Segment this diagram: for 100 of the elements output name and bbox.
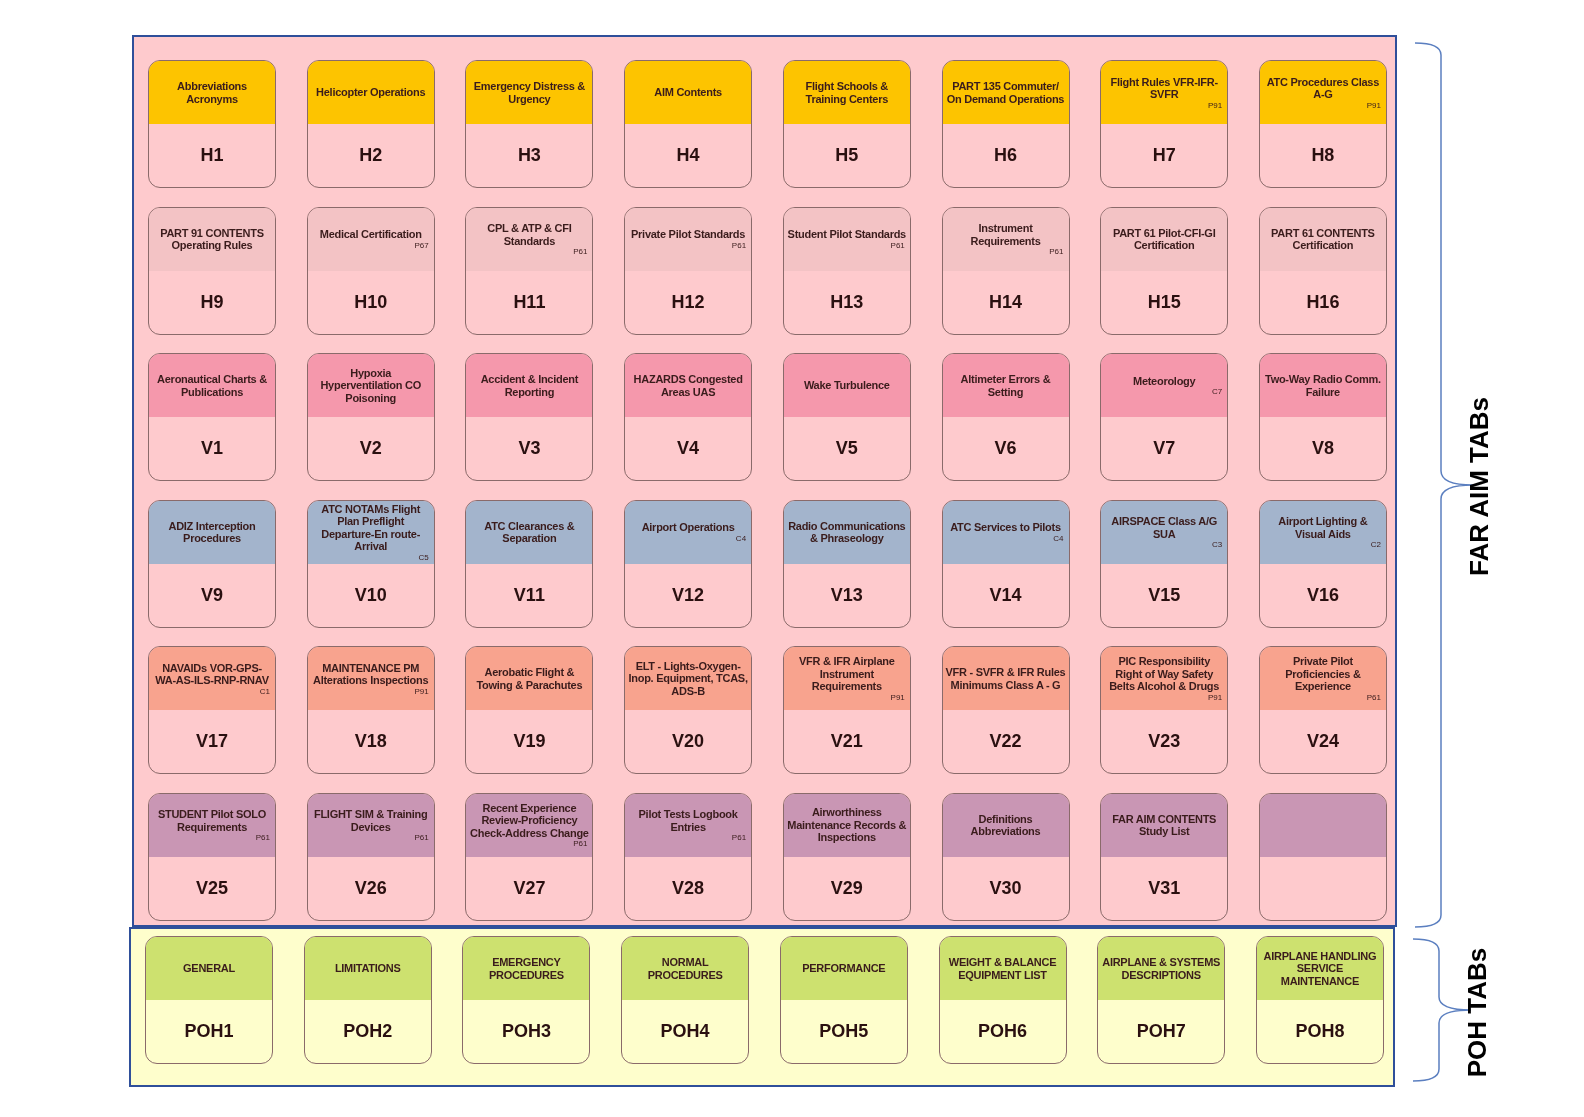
tab-title: WEIGHT & BALANCE EQUIPMENT LIST — [947, 956, 1058, 981]
tab-card — [148, 646, 276, 774]
tab-title: Airport Lighting & Visual Aids — [1277, 515, 1369, 540]
tab-card — [941, 792, 1070, 921]
tab-card — [1100, 206, 1229, 335]
tab-card — [1100, 60, 1229, 188]
tab-code: H11 — [513, 290, 546, 314]
tab-title: Helicopter Operations — [315, 86, 427, 99]
tab-card — [782, 499, 911, 628]
tab-title: Abbreviations Acronyms — [176, 80, 248, 105]
tab-card — [782, 60, 911, 188]
tab-title: AIM Contents — [653, 86, 723, 99]
tab-code: V3 — [518, 437, 541, 460]
tab-card — [1258, 499, 1387, 628]
group-heading: FAR AIM TABs — [1462, 395, 1495, 579]
tab-title: PIC Responsibility Right of Way Safety Belts Alcohol & Drugs — [1108, 655, 1221, 693]
tab-code: V8 — [1311, 437, 1334, 460]
tab-title: Radio Communications & Phraseology — [787, 519, 907, 545]
tab-card — [462, 936, 591, 1064]
tab-title: Accident & Incident Reporting — [479, 373, 580, 398]
tab-code: H15 — [1147, 290, 1181, 314]
tab-card — [148, 206, 276, 335]
tab-card — [1258, 646, 1387, 774]
tab-card — [148, 792, 276, 921]
tab-card — [465, 206, 594, 335]
tab-card — [624, 60, 753, 188]
tab-title: STUDENT Pilot SOLO Requirements — [156, 808, 268, 833]
tab-card — [465, 646, 594, 774]
tab-title: AIRSPACE Class A/G SUA — [1110, 515, 1219, 540]
tab-card — [782, 353, 911, 481]
tab-card — [1100, 499, 1229, 628]
tab-code: V5 — [835, 437, 858, 460]
page-reference: P91 — [1207, 100, 1224, 110]
tab-card — [306, 60, 435, 188]
tab-code: V18 — [354, 730, 387, 753]
page-reference: P61 — [414, 833, 430, 842]
tab-title: PART 61 CONTENTS Certification — [1270, 226, 1376, 252]
tab-title: ATC Services to Pilots — [949, 521, 1062, 534]
tab-card — [624, 646, 753, 774]
page-reference: C5 — [418, 552, 430, 562]
tab-card — [465, 499, 594, 628]
tab-title: EMERGENCY PROCEDURES — [487, 956, 565, 981]
tab-card — [624, 792, 753, 921]
tab-card — [1258, 792, 1387, 921]
tab-code: POH6 — [978, 1020, 1027, 1043]
tab-title: Emergency Distress & Urgency — [472, 80, 587, 105]
tab-title: Definitions Abbreviations — [969, 812, 1042, 838]
tab-title: Airport Operations — [640, 521, 736, 534]
tab-card — [1258, 353, 1387, 481]
tab-card — [306, 792, 435, 921]
tab-title: VFR - SVFR & IFR Rules Minimums Class A - G — [945, 666, 1066, 691]
tab-code: V29 — [830, 876, 863, 900]
tab-title: Altimeter Errors & Setting — [959, 373, 1052, 398]
tab-code: H6 — [994, 144, 1017, 167]
page-reference: C3 — [1211, 540, 1224, 549]
tab-title: AIRPLANE HANDLING SERVICE MAINTENANCE — [1262, 949, 1378, 988]
tab-card — [1100, 353, 1229, 481]
page-reference: P91 — [890, 692, 906, 702]
tab-card — [465, 60, 594, 188]
page-reference: C7 — [1211, 387, 1224, 397]
page-reference: P61 — [573, 839, 589, 849]
tab-title: HAZARDS Congested Areas UAS — [632, 373, 744, 398]
tab-title: ATC NOTAMs Flight Plan Preflight Departure-En route-Arrival — [320, 502, 422, 553]
tab-title: Recent Experience Review-Proficiency Check-Address Change — [469, 801, 590, 840]
page-reference: C4 — [1053, 533, 1065, 543]
tab-title: PART 91 CONTENTS Operating Rules — [159, 226, 265, 252]
tab-code: H16 — [1306, 290, 1340, 314]
tab-card — [1100, 646, 1229, 774]
tab-code: V4 — [677, 437, 700, 460]
tab-card — [782, 646, 911, 774]
tab-card — [941, 60, 1070, 188]
tab-title: Flight Schools & Training Centers — [804, 80, 889, 105]
tab-code: H2 — [359, 144, 383, 167]
tab-title: Instrument Requirements — [969, 222, 1042, 247]
page-reference: P91 — [1207, 692, 1224, 702]
tab-card — [148, 60, 276, 188]
tab-title: Wake Turbulence — [802, 379, 891, 392]
tab-code: V19 — [513, 730, 546, 753]
page-reference: P91 — [414, 686, 430, 696]
tab-card — [303, 936, 432, 1064]
tab-code: H9 — [200, 290, 224, 314]
tab-code: V25 — [196, 876, 228, 900]
tab-title: AIRPLANE & SYSTEMS DESCRIPTIONS — [1101, 956, 1222, 981]
tab-card — [624, 353, 753, 481]
tab-card — [941, 206, 1070, 335]
tab-code: V12 — [672, 583, 705, 607]
tab-code: V16 — [1306, 583, 1339, 607]
tab-card — [306, 206, 435, 335]
tab-code: V9 — [201, 583, 223, 607]
tab-card — [1258, 60, 1387, 188]
tab-title: NAVAIDs VOR-GPS-WA-AS-ILS-RNP-RNAV — [154, 661, 270, 687]
tab-card — [621, 936, 750, 1064]
tab-code: V17 — [196, 730, 228, 753]
tab-card — [941, 499, 1070, 628]
tab-title: Medical Certification — [318, 228, 423, 241]
tab-title: PART 135 Commuter/ On Demand Operations — [945, 80, 1066, 105]
tab-title: Private Pilot Standards — [630, 228, 747, 241]
tab-card — [624, 499, 753, 628]
tab-card — [1258, 206, 1387, 335]
tab-code: V26 — [354, 876, 387, 900]
